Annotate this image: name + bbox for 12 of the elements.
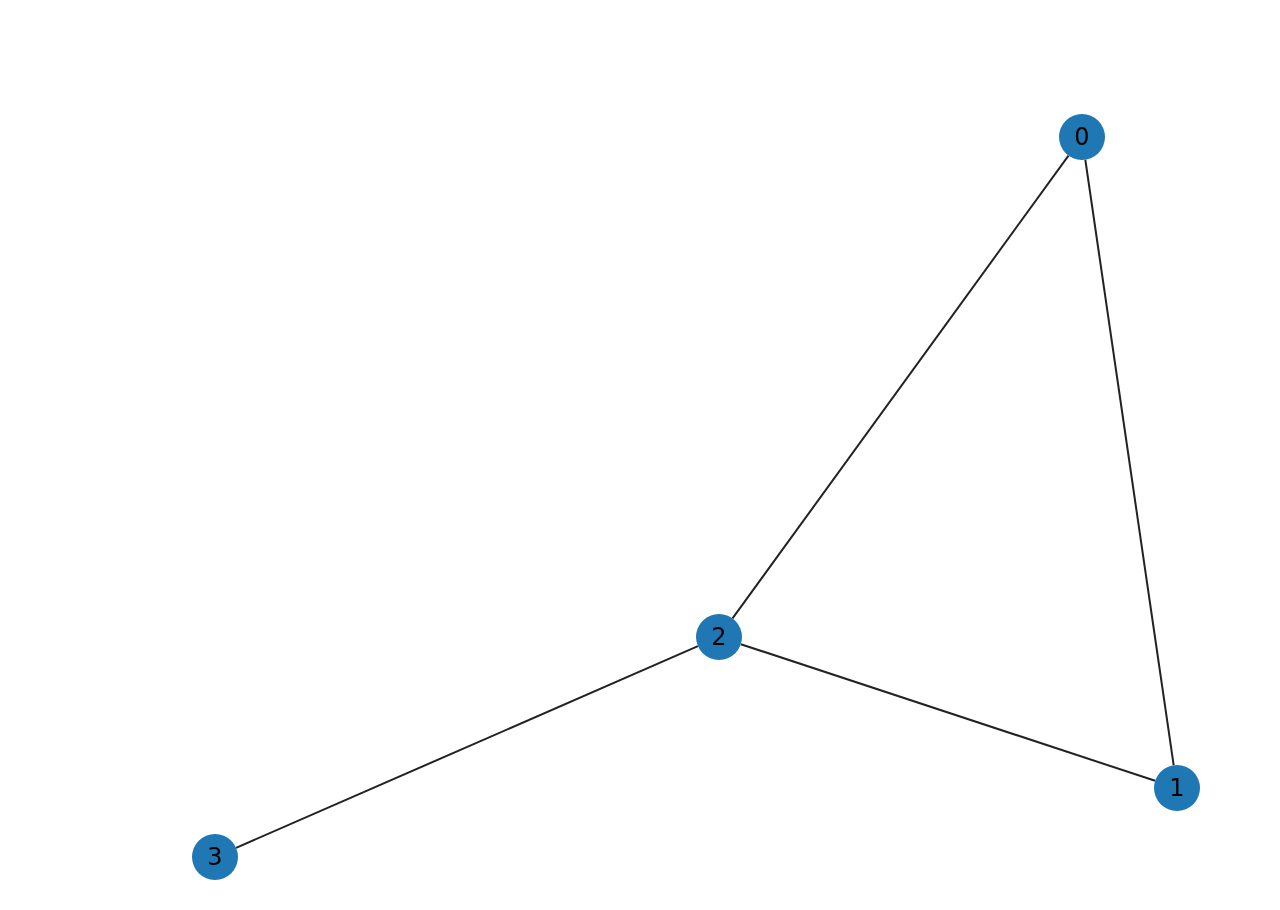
graph-node bbox=[192, 834, 238, 880]
edge-line bbox=[1084, 158, 1175, 767]
node-label: 2 bbox=[711, 625, 727, 649]
graph-node bbox=[1154, 765, 1200, 811]
edge-line bbox=[739, 643, 1157, 782]
node-label: 3 bbox=[207, 845, 223, 869]
node-label: 0 bbox=[1074, 125, 1090, 149]
edge-line bbox=[235, 645, 699, 849]
graph-node bbox=[696, 614, 742, 660]
node-label: 1 bbox=[1169, 776, 1185, 800]
graph-node bbox=[1059, 114, 1105, 160]
edge-line bbox=[731, 154, 1070, 620]
